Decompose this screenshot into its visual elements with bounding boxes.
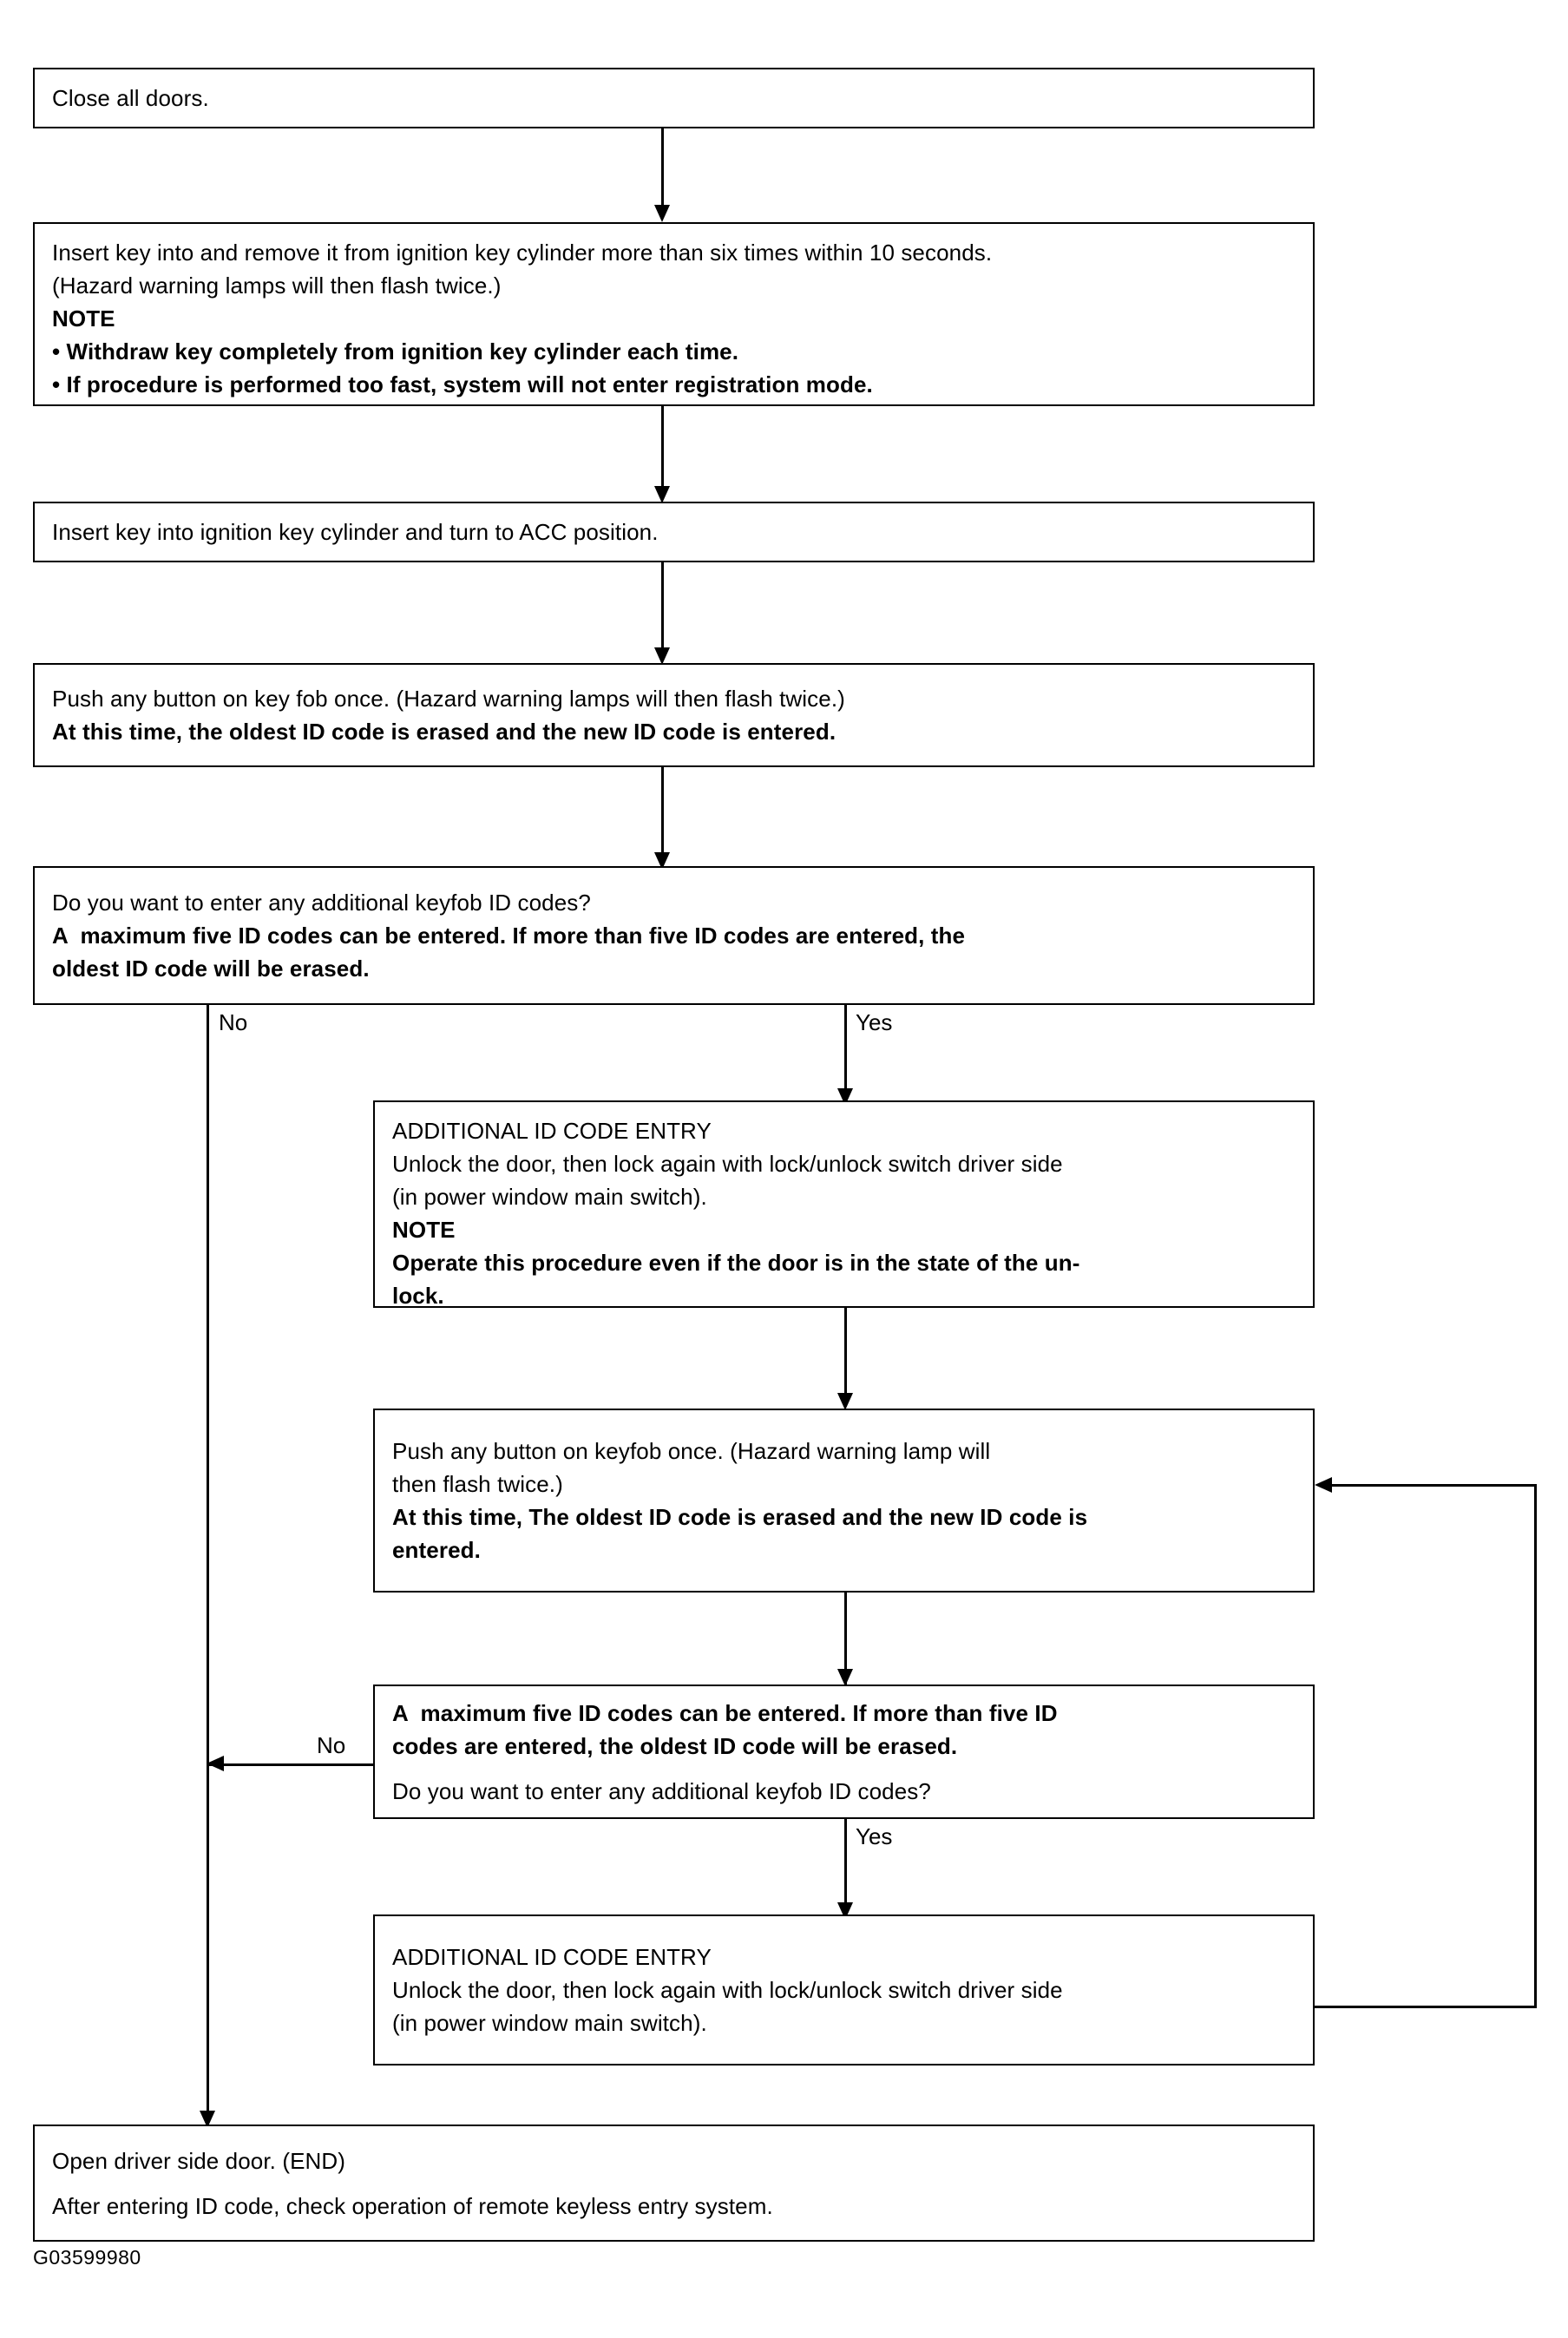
node-insert-remove-key-line-4: • If procedure is performed too fast, sy…: [52, 371, 873, 397]
node-decision-second: A maximum five ID codes can be entered. …: [373, 1685, 1315, 1819]
node-push-button-second: Push any button on keyfob once. (Hazard …: [373, 1409, 1315, 1593]
node-insert-remove-key-line-1: (Hazard warning lamps will then flash tw…: [52, 273, 502, 299]
node-additional-entry-first-line-2: NOTE: [392, 1217, 456, 1243]
node-push-button-second-line-1: At this time, The oldest ID code is eras…: [392, 1504, 1088, 1563]
feedback-loop-right-segment: [1534, 1484, 1537, 2008]
node-push-button-first: Push any button on key fob once. (Hazard…: [33, 663, 1315, 767]
node-end-line-1: After entering ID code, check operation …: [52, 2192, 773, 2219]
node-additional-entry-second-line-0: ADDITIONAL ID CODE ENTRY: [392, 1944, 712, 1970]
node-end: Open driver side door. (END) After enter…: [33, 2125, 1315, 2242]
node-additional-entry-first-line-0: ADDITIONAL ID CODE ENTRY: [392, 1118, 712, 1144]
feedback-loop-top-segment: [1326, 1484, 1537, 1487]
node-insert-remove-key: Insert key into and remove it from ignit…: [33, 222, 1315, 406]
node-additional-entry-first: ADDITIONAL ID CODE ENTRY Unlock the door…: [373, 1100, 1315, 1309]
node-decision-first: Do you want to enter any additional keyf…: [33, 866, 1315, 1005]
node-push-button-first-line-0: Push any button on key fob once. (Hazard…: [52, 686, 845, 712]
node-turn-acc: Insert key into ignition key cylinder an…: [33, 502, 1315, 562]
connector-push-second-to-decision-second: [844, 1593, 847, 1688]
branch-decision-second-no-line: [208, 1763, 373, 1766]
arrowhead-left-no-2: [207, 1756, 224, 1771]
branch-decision-second-yes-line: [844, 1819, 847, 1914]
arrowhead-down-no-to-end: [200, 2111, 215, 2128]
arrowhead-left-feedback: [1315, 1477, 1332, 1493]
node-turn-acc-line-0: Insert key into ignition key cylinder an…: [52, 519, 659, 545]
node-insert-remove-key-line-2: NOTE: [52, 305, 115, 332]
node-additional-entry-first-line-1: Unlock the door, then lock again with lo…: [392, 1151, 1063, 1210]
branch-decision-first-no-line: [207, 1005, 209, 2126]
branch-decision-first-yes-line: [844, 1005, 847, 1100]
connector-insert-remove-to-acc: [661, 406, 664, 496]
node-close-doors-line-0: Close all doors.: [52, 85, 209, 111]
node-additional-entry-second-line-1: Unlock the door, then lock again with lo…: [392, 1977, 1063, 2036]
connector-acc-to-push-first: [661, 562, 664, 658]
node-decision-first-line-0: Do you want to enter any additional keyf…: [52, 890, 591, 916]
node-close-doors: Close all doors.: [33, 68, 1315, 128]
edge-label-decision-second-yes: Yes: [856, 1823, 893, 1849]
arrowhead-down-6: [837, 1669, 853, 1686]
feedback-loop-bottom-segment: [1313, 2006, 1537, 2008]
node-insert-remove-key-line-0: Insert key into and remove it from ignit…: [52, 240, 993, 266]
connector-close-doors-to-insert-remove: [661, 128, 664, 215]
figure-id-label: G03599980: [33, 2246, 141, 2269]
arrowhead-down-5: [837, 1393, 853, 1410]
arrowhead-down-3: [654, 647, 670, 665]
connector-additional-first-to-push-second: [844, 1308, 847, 1403]
arrowhead-down-2: [654, 486, 670, 503]
node-decision-second-line-0: A maximum five ID codes can be entered. …: [392, 1699, 1058, 1759]
edge-label-decision-first-no: No: [219, 1009, 248, 1035]
edge-label-decision-second-no: No: [317, 1732, 346, 1758]
node-push-button-first-line-1: At this time, the oldest ID code is eras…: [52, 719, 836, 745]
arrowhead-down-4: [654, 852, 670, 870]
node-additional-entry-first-line-3: Operate this procedure even if the door …: [392, 1250, 1080, 1309]
node-push-button-second-line-0: Push any button on keyfob once. (Hazard …: [392, 1438, 991, 1497]
node-decision-second-line-1: Do you want to enter any additional keyf…: [392, 1777, 931, 1804]
node-decision-first-line-1: A maximum five ID codes can be entered. …: [52, 923, 966, 982]
edge-label-decision-first-yes: Yes: [856, 1009, 893, 1035]
node-additional-entry-second: ADDITIONAL ID CODE ENTRY Unlock the door…: [373, 1914, 1315, 2065]
arrowhead-down-1: [654, 205, 670, 222]
node-insert-remove-key-line-3: • Withdraw key completely from ignition …: [52, 338, 739, 364]
connector-push-first-to-decision-first: [661, 767, 664, 866]
node-end-line-0: Open driver side door. (END): [52, 2147, 346, 2174]
